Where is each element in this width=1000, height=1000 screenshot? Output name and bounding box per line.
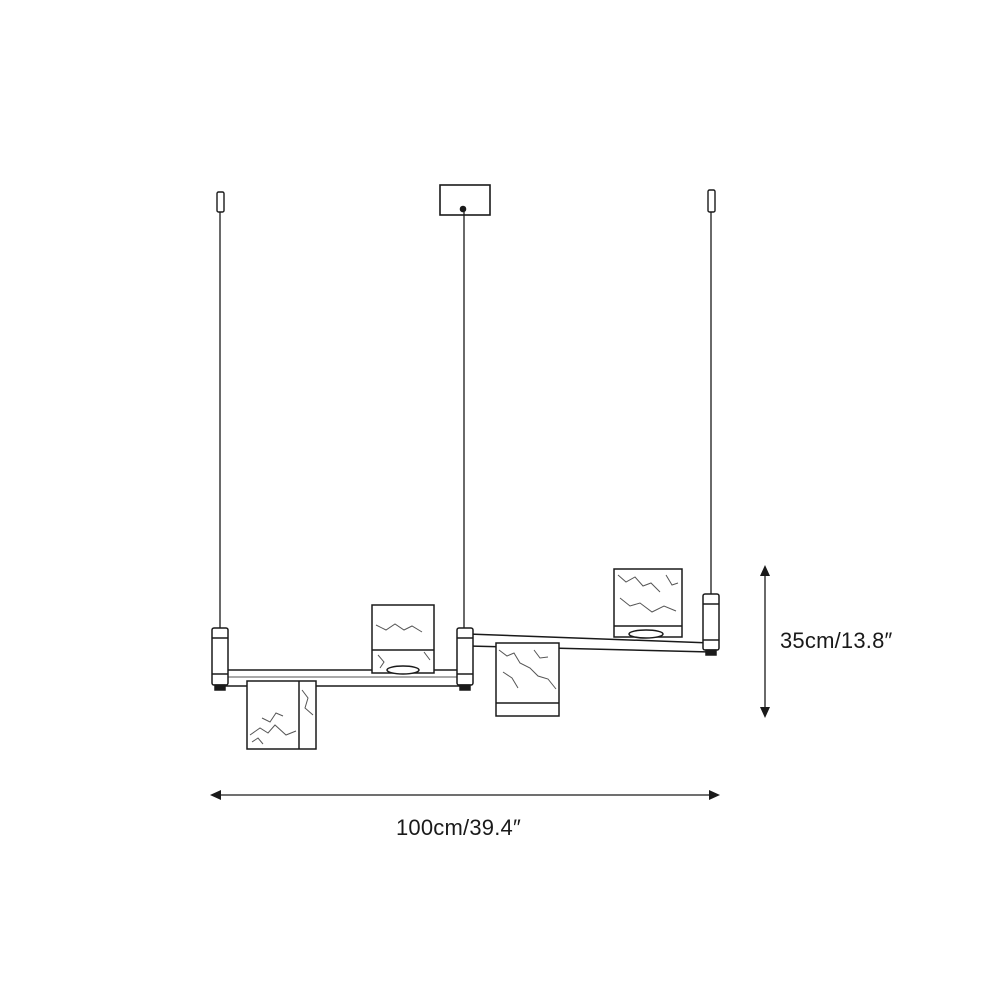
height-dimension-label: 35cm/13.8″	[780, 628, 893, 653]
height-dimension-arrow	[760, 565, 770, 718]
ceiling-canopy	[439, 184, 491, 216]
connector-cylinder-right	[702, 593, 720, 656]
cube-shade-left-low	[246, 680, 317, 750]
ceiling-anchor-right	[707, 189, 716, 213]
suspension-wires	[219, 212, 712, 628]
connector-cylinder-left	[211, 627, 229, 691]
width-dimension-arrow	[210, 790, 720, 800]
connector-cylinder-center	[456, 627, 474, 691]
cube-shade-right-low	[495, 642, 560, 717]
width-dimension-label: 100cm/39.4″	[396, 815, 521, 840]
cube-shade-right-high	[613, 568, 683, 639]
ceiling-anchor-left	[216, 191, 225, 213]
cube-shade-left-high	[371, 604, 435, 675]
